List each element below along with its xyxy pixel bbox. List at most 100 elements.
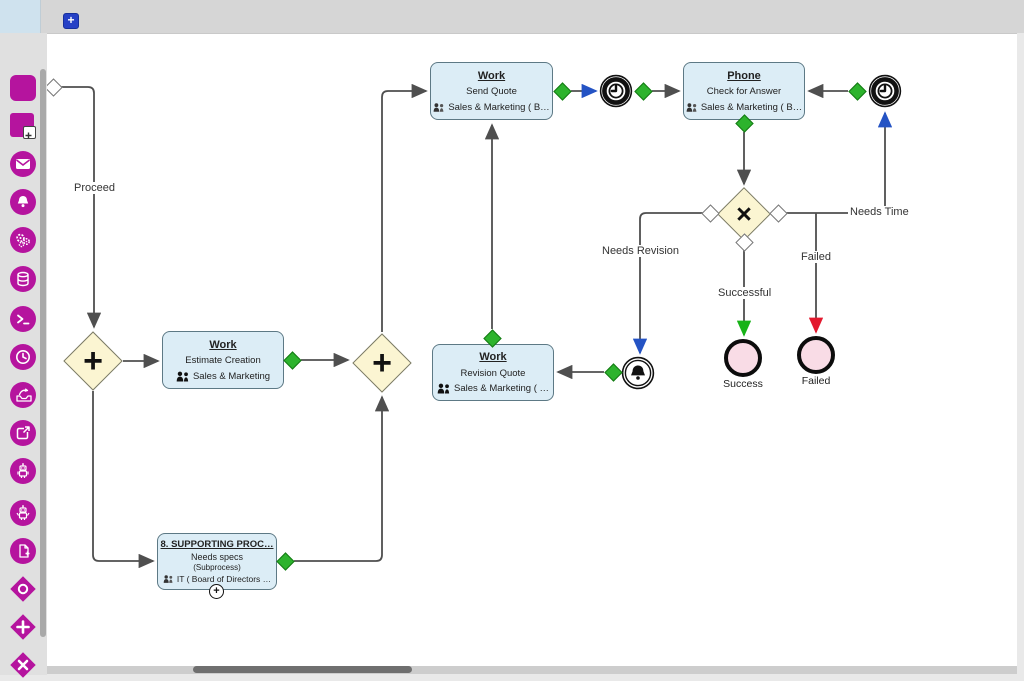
end-event-failed-caption: Failed xyxy=(801,375,831,387)
gears-icon xyxy=(16,233,30,248)
tool-gears[interactable] xyxy=(10,227,36,253)
tool-palette xyxy=(0,33,47,678)
tool-inclusive-gateway[interactable] xyxy=(10,576,36,602)
robot-wave-icon xyxy=(16,505,30,520)
tool-bell[interactable] xyxy=(10,189,36,215)
tool-exclusive-gateway[interactable] xyxy=(10,652,36,678)
people-icon xyxy=(686,102,697,112)
subprocess-icon xyxy=(10,113,36,139)
task-label: Send Quote xyxy=(466,86,517,97)
file-plus-icon xyxy=(19,544,30,558)
plus-glyph: + xyxy=(83,342,103,380)
tool-terminal[interactable] xyxy=(10,306,36,332)
palette-scrollbar[interactable] xyxy=(40,69,46,637)
subprocess-type-label: (Subprocess) xyxy=(193,562,241,572)
x-glyph: × xyxy=(736,198,752,229)
task-icon xyxy=(10,75,36,101)
edge-gateway2-to-sendquote[interactable] xyxy=(381,83,428,332)
terminal-icon xyxy=(17,314,30,325)
share-icon xyxy=(16,426,30,440)
label-needs-revision[interactable]: Needs Revision xyxy=(600,245,682,257)
label-failed[interactable]: Failed xyxy=(799,251,833,263)
edge-needs-revision[interactable] xyxy=(632,212,703,355)
subprocess-label: Needs specs xyxy=(190,552,244,563)
end-event-success[interactable] xyxy=(724,339,762,377)
exclusive-gateway[interactable]: × xyxy=(716,186,772,242)
horizontal-scrollbar-track[interactable] xyxy=(47,666,1017,674)
tool-file-add[interactable] xyxy=(10,538,36,564)
task-lane-text: Sales & Marketing xyxy=(192,370,271,382)
tool-inbox[interactable] xyxy=(10,382,36,408)
tool-robot-assistant[interactable] xyxy=(10,500,36,526)
task-check-for-answer[interactable]: Phone Check for Answer Sales & Marketing… xyxy=(683,62,805,120)
plus-glyph-icon xyxy=(16,620,30,634)
edge-gateway1-to-subprocess[interactable] xyxy=(92,391,155,569)
task-lane: Sales & Marketing xyxy=(176,371,270,382)
tool-subprocess[interactable] xyxy=(10,113,36,139)
task-lane: Sales & Marketing ( B… xyxy=(686,102,802,113)
task-lane-text: Sales & Marketing ( B… xyxy=(700,101,803,113)
task-revision-quote[interactable]: Work Revision Quote Sales & Marketing ( … xyxy=(432,344,554,401)
timer-event-1[interactable] xyxy=(598,73,634,109)
circle-glyph-icon xyxy=(17,583,29,595)
label-proceed[interactable]: Proceed xyxy=(72,182,117,194)
task-send-quote[interactable]: Work Send Quote Sales & Marketing ( B… xyxy=(430,62,553,120)
task-lane-text: IT ( Board of Directors … xyxy=(176,574,272,585)
task-title: Work xyxy=(479,351,507,364)
task-lane: Sales & Marketing ( B… xyxy=(433,101,550,113)
label-successful[interactable]: Successful xyxy=(716,287,774,299)
subprocess-expand-button[interactable]: + xyxy=(209,584,224,599)
bell-event[interactable] xyxy=(620,355,656,391)
horizontal-scrollbar-thumb[interactable] xyxy=(193,666,412,673)
tool-database[interactable] xyxy=(10,266,36,292)
clock-icon xyxy=(16,350,30,364)
inbox-icon xyxy=(16,388,32,402)
task-lane-text: Sales & Marketing ( B… xyxy=(448,101,550,113)
diagram-canvas[interactable]: Proceed Needs Revision Successful Failed… xyxy=(47,33,1017,667)
task-title: Phone xyxy=(727,69,761,82)
end-event-success-caption: Success xyxy=(723,378,763,390)
document-tab[interactable] xyxy=(0,0,41,33)
people-icon xyxy=(437,383,450,394)
task-label: Check for Answer xyxy=(706,86,782,97)
clock-hands-icon xyxy=(879,84,887,93)
label-needs-time[interactable]: Needs Time xyxy=(848,206,911,218)
tool-timer[interactable] xyxy=(10,344,36,370)
end-event-failed[interactable] xyxy=(797,336,835,374)
envelope-icon xyxy=(16,159,30,169)
subprocess-title: 8. SUPPORTING PROC… xyxy=(160,538,274,550)
plus-glyph: + xyxy=(372,344,392,382)
edge-subprocess-to-gateway2[interactable] xyxy=(294,395,390,562)
task-lane-text: Sales & Marketing ( … xyxy=(453,382,550,394)
task-title: Work xyxy=(209,338,237,351)
task-title: Work xyxy=(477,69,506,82)
top-bar: + xyxy=(0,0,1024,33)
timer-event-2[interactable] xyxy=(867,73,903,109)
people-icon xyxy=(433,102,444,112)
task-label: Revision Quote xyxy=(460,367,526,379)
task-lane: Sales & Marketing ( … xyxy=(437,383,549,394)
tool-robot[interactable] xyxy=(10,458,36,484)
tool-message[interactable] xyxy=(10,151,36,177)
database-icon xyxy=(17,271,29,287)
x-glyph-icon xyxy=(17,659,29,671)
task-lane: IT ( Board of Directors … xyxy=(163,574,271,584)
edge-proceed[interactable] xyxy=(60,86,102,329)
bell-clapper-icon xyxy=(636,376,640,380)
new-diagram-button[interactable]: + xyxy=(63,13,79,29)
people-icon xyxy=(176,371,189,382)
parallel-gateway-1[interactable]: + xyxy=(62,330,124,392)
people-icon xyxy=(163,575,173,584)
bell-icon xyxy=(17,196,29,208)
parallel-gateway-2[interactable]: + xyxy=(351,332,413,394)
edge-needs-time[interactable] xyxy=(785,111,893,214)
tool-task[interactable] xyxy=(10,75,36,101)
bell-icon xyxy=(631,365,645,376)
clock-hands-icon xyxy=(610,84,618,93)
tool-parallel-gateway[interactable] xyxy=(10,614,36,640)
task-estimate-creation[interactable]: Work Estimate Creation Sales & Marketing xyxy=(162,331,284,389)
task-label: Estimate Creation xyxy=(185,355,261,366)
subprocess-supporting-process[interactable]: 8. SUPPORTING PROC… Needs specs (Subproc… xyxy=(157,533,277,590)
tool-share[interactable] xyxy=(10,420,36,446)
